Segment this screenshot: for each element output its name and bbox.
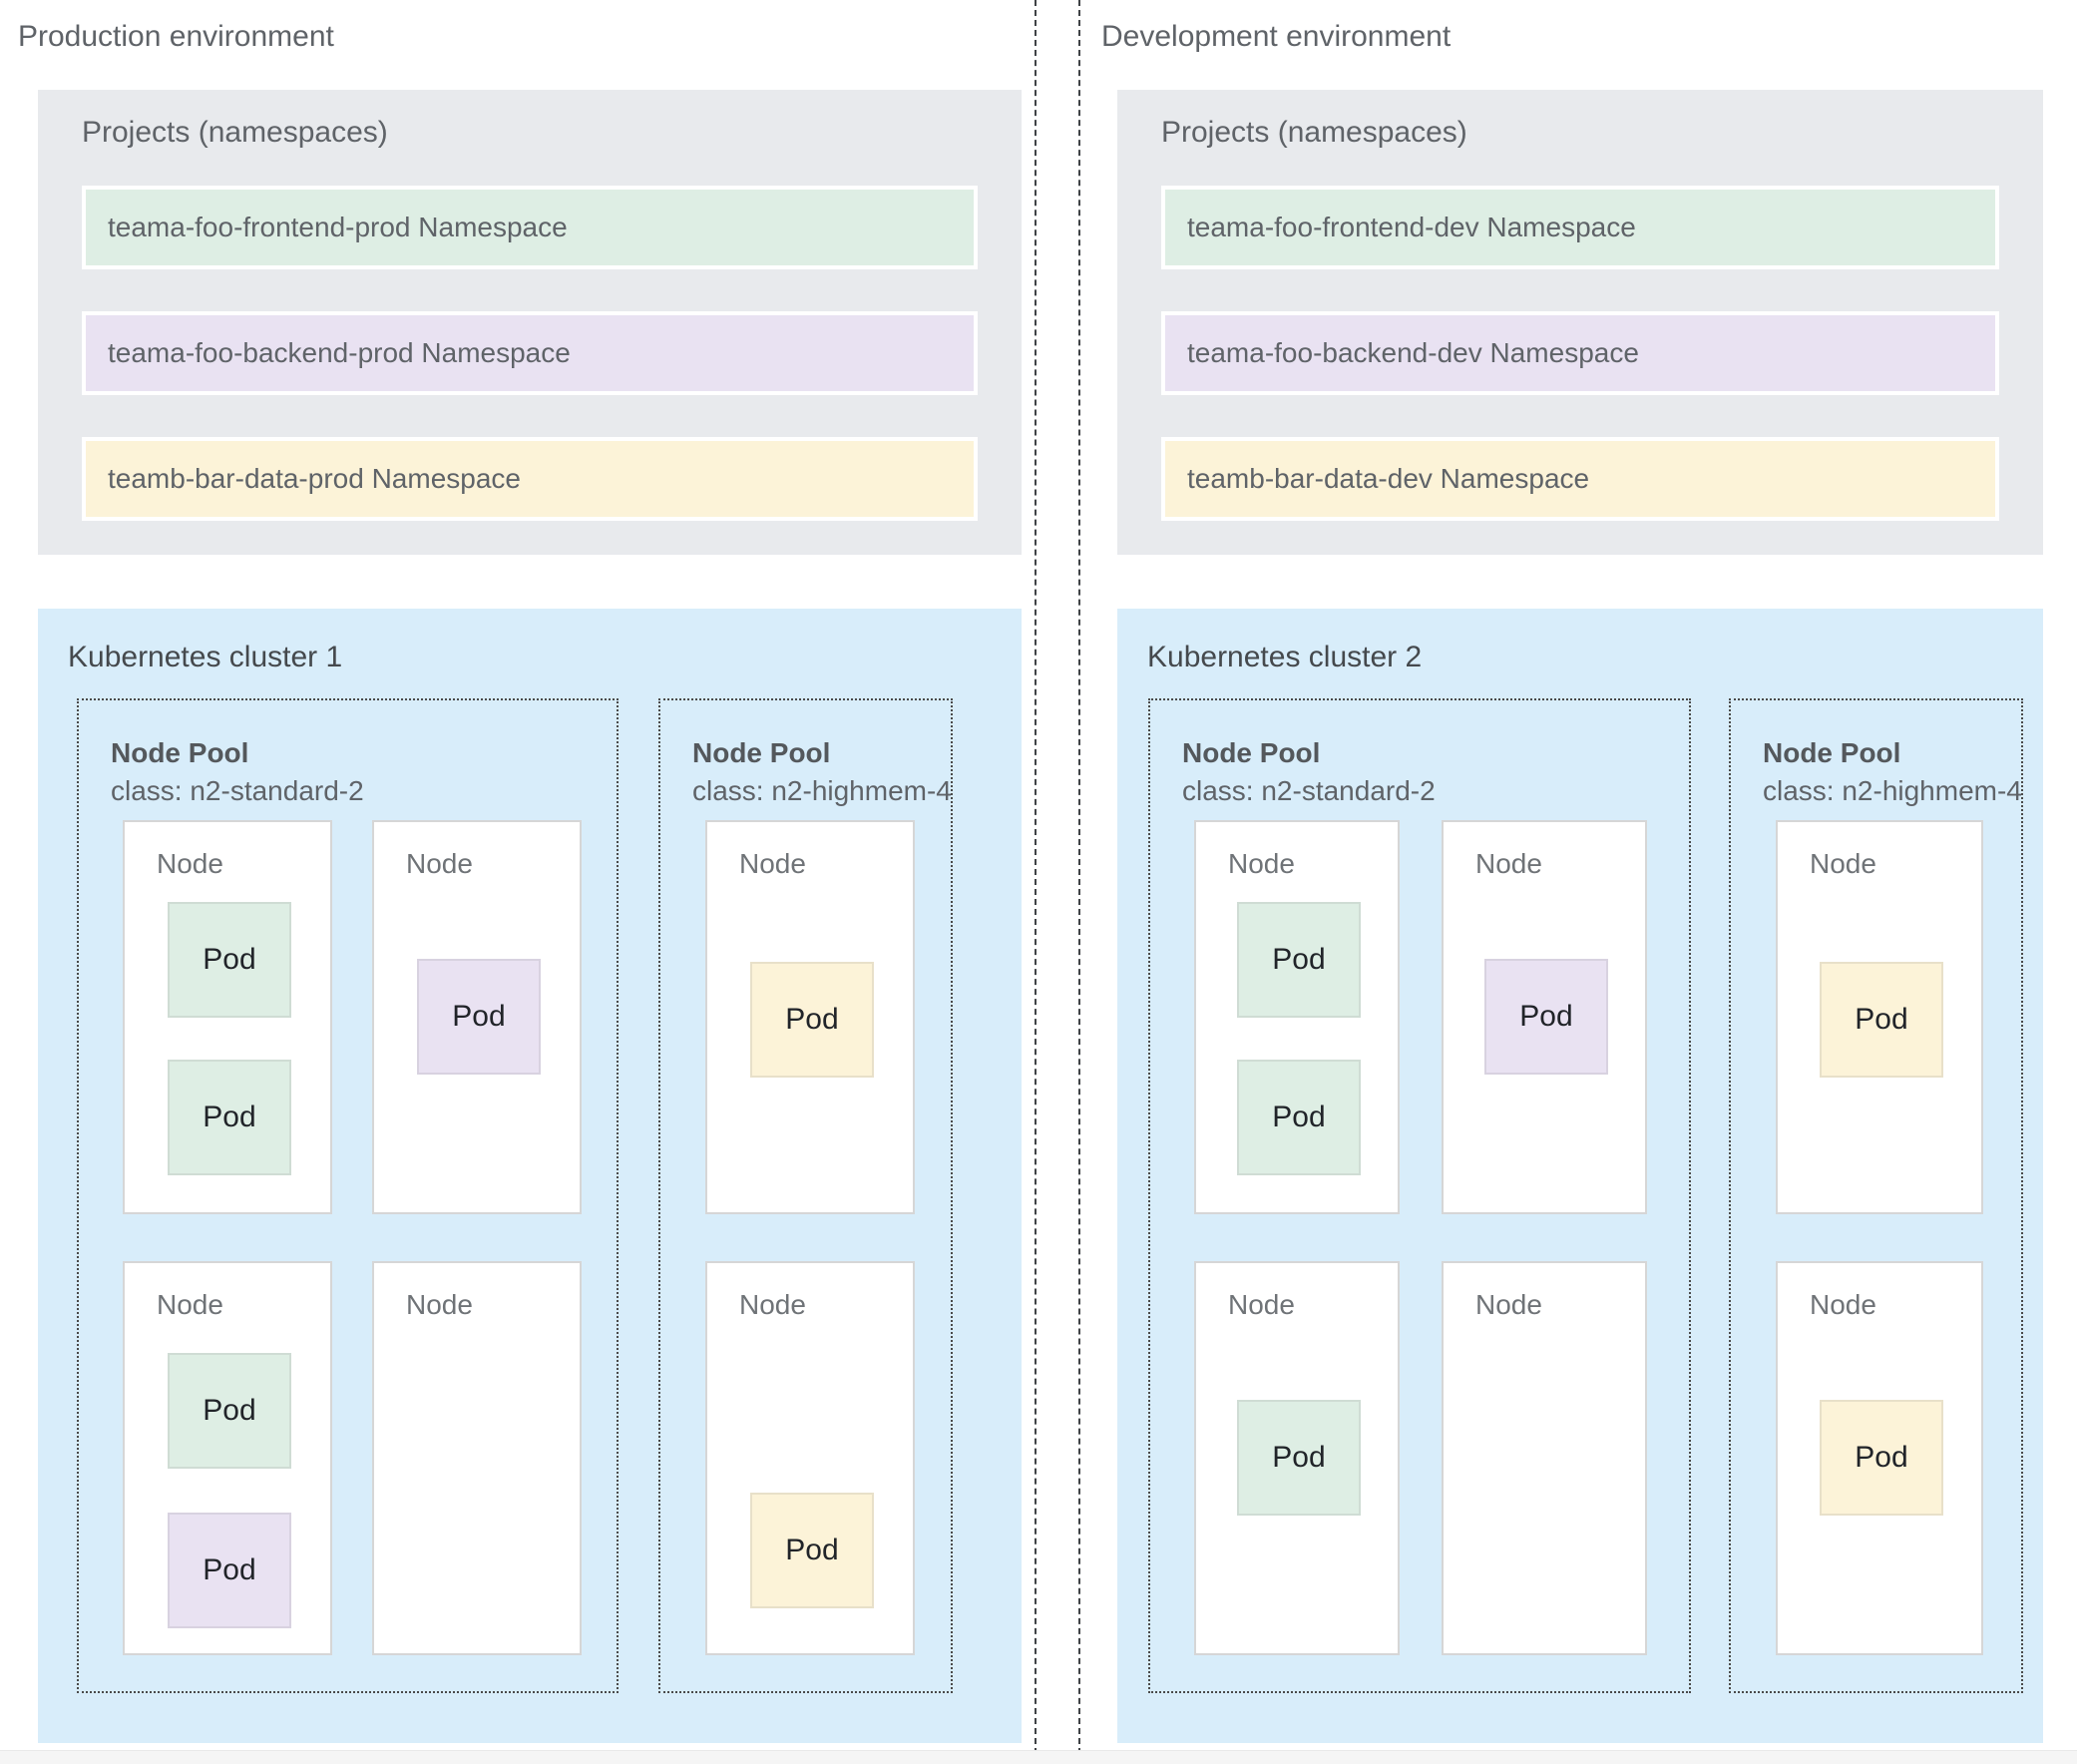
node-label: Node: [1475, 848, 1542, 879]
projects-box-development: Projects (namespaces) teama-foo-frontend…: [1117, 90, 2043, 555]
namespace-bar-frontend-dev: teama-foo-frontend-dev Namespace: [1161, 186, 1999, 269]
pod: Pod: [1820, 1400, 1943, 1516]
pod-label: Pod: [785, 1534, 839, 1566]
pod-label: Pod: [1272, 1441, 1326, 1474]
namespace-label: teama-foo-backend-prod Namespace: [108, 337, 571, 368]
pod-label: Pod: [1272, 943, 1326, 976]
pod: Pod: [168, 1513, 291, 1628]
environment-title-development: Development environment: [1101, 20, 1452, 53]
pod: Pod: [1237, 1400, 1361, 1516]
node-pool-standard: Node Pool class: n2-standard-2 Node Pod …: [77, 698, 619, 1693]
namespace-bar-backend-prod: teama-foo-backend-prod Namespace: [82, 311, 978, 395]
node-box: Node Pod Pod: [1194, 820, 1400, 1214]
node-label: Node: [1810, 1289, 1876, 1320]
cluster-title: Kubernetes cluster 1: [68, 641, 343, 673]
pod: Pod: [750, 962, 874, 1078]
node-pool-class: class: n2-highmem-4: [1763, 775, 2022, 806]
pod: Pod: [168, 1060, 291, 1175]
node-label: Node: [1810, 848, 1876, 879]
node-pool-highmem: Node Pool class: n2-highmem-4 Node Pod N…: [1729, 698, 2023, 1693]
pod-label: Pod: [1519, 1000, 1573, 1033]
namespace-bar-data-dev: teamb-bar-data-dev Namespace: [1161, 437, 1999, 521]
namespace-label: teama-foo-frontend-dev Namespace: [1187, 212, 1636, 242]
pod-label: Pod: [1855, 1441, 1908, 1474]
pod: Pod: [417, 959, 541, 1075]
environment-divider-line-right: [1078, 0, 1080, 1764]
node-label: Node: [739, 1289, 806, 1320]
pod-label: Pod: [1272, 1101, 1326, 1133]
node-box: Node Pod: [705, 1261, 915, 1655]
namespace-label: teamb-bar-data-dev Namespace: [1187, 463, 1590, 494]
node-pool-standard: Node Pool class: n2-standard-2 Node Pod …: [1148, 698, 1691, 1693]
node-label: Node: [157, 848, 223, 879]
namespace-label: teamb-bar-data-prod Namespace: [108, 463, 521, 494]
node-box: Node Pod: [1442, 820, 1647, 1214]
namespace-label: teama-foo-backend-dev Namespace: [1187, 337, 1639, 368]
node-label: Node: [157, 1289, 223, 1320]
projects-box-production: Projects (namespaces) teama-foo-frontend…: [38, 90, 1022, 555]
node-box-empty: Node: [372, 1261, 582, 1655]
node-box: Node Pod: [1776, 1261, 1983, 1655]
node-box-empty: Node: [1442, 1261, 1647, 1655]
node-label: Node: [739, 848, 806, 879]
node-label: Node: [1228, 848, 1295, 879]
node-pool-head: Node Pool class: n2-standard-2: [1182, 734, 1436, 810]
node-box: Node Pod: [1776, 820, 1983, 1214]
pod: Pod: [1484, 959, 1608, 1075]
pod-label: Pod: [785, 1003, 839, 1036]
node-pool-name: Node Pool: [111, 737, 249, 768]
pod: Pod: [1820, 962, 1943, 1078]
pod: Pod: [750, 1493, 874, 1608]
node-pool-class: class: n2-highmem-4: [692, 775, 952, 806]
pod-label: Pod: [203, 1394, 256, 1427]
pod: Pod: [168, 902, 291, 1018]
pod-label: Pod: [452, 1000, 506, 1033]
environment-title-production: Production environment: [18, 20, 334, 53]
pod-label: Pod: [1855, 1003, 1908, 1036]
node-box: Node Pod: [705, 820, 915, 1214]
node-box: Node Pod Pod: [123, 820, 332, 1214]
cluster-title: Kubernetes cluster 2: [1147, 641, 1423, 673]
node-pool-name: Node Pool: [1182, 737, 1321, 768]
namespace-bar-data-prod: teamb-bar-data-prod Namespace: [82, 437, 978, 521]
node-pool-name: Node Pool: [692, 737, 831, 768]
node-box: Node Pod Pod: [123, 1261, 332, 1655]
pod-label: Pod: [203, 943, 256, 976]
node-pool-name: Node Pool: [1763, 737, 1901, 768]
node-label: Node: [406, 1289, 473, 1320]
projects-label: Projects (namespaces): [82, 116, 388, 149]
node-label: Node: [1228, 1289, 1295, 1320]
node-pool-head: Node Pool class: n2-highmem-4: [692, 734, 952, 810]
namespace-bar-frontend-prod: teama-foo-frontend-prod Namespace: [82, 186, 978, 269]
projects-label: Projects (namespaces): [1161, 116, 1467, 149]
pod-label: Pod: [203, 1553, 256, 1586]
pod: Pod: [1237, 1060, 1361, 1175]
pod: Pod: [168, 1353, 291, 1469]
node-box: Node Pod: [1194, 1261, 1400, 1655]
cluster-box-1: Kubernetes cluster 1 Node Pool class: n2…: [38, 609, 1022, 1743]
node-pool-highmem: Node Pool class: n2-highmem-4 Node Pod N…: [658, 698, 953, 1693]
node-pool-class: class: n2-standard-2: [1182, 775, 1436, 806]
node-pool-head: Node Pool class: n2-highmem-4: [1763, 734, 2022, 810]
namespace-bar-backend-dev: teama-foo-backend-dev Namespace: [1161, 311, 1999, 395]
node-label: Node: [406, 848, 473, 879]
pod: Pod: [1237, 902, 1361, 1018]
namespace-label: teama-foo-frontend-prod Namespace: [108, 212, 568, 242]
environment-divider-line-left: [1035, 0, 1037, 1764]
bottom-edge-strip: [0, 1750, 2077, 1764]
node-box: Node Pod: [372, 820, 582, 1214]
pod-label: Pod: [203, 1101, 256, 1133]
node-label: Node: [1475, 1289, 1542, 1320]
cluster-box-2: Kubernetes cluster 2 Node Pool class: n2…: [1117, 609, 2043, 1743]
node-pool-class: class: n2-standard-2: [111, 775, 364, 806]
node-pool-head: Node Pool class: n2-standard-2: [111, 734, 364, 810]
